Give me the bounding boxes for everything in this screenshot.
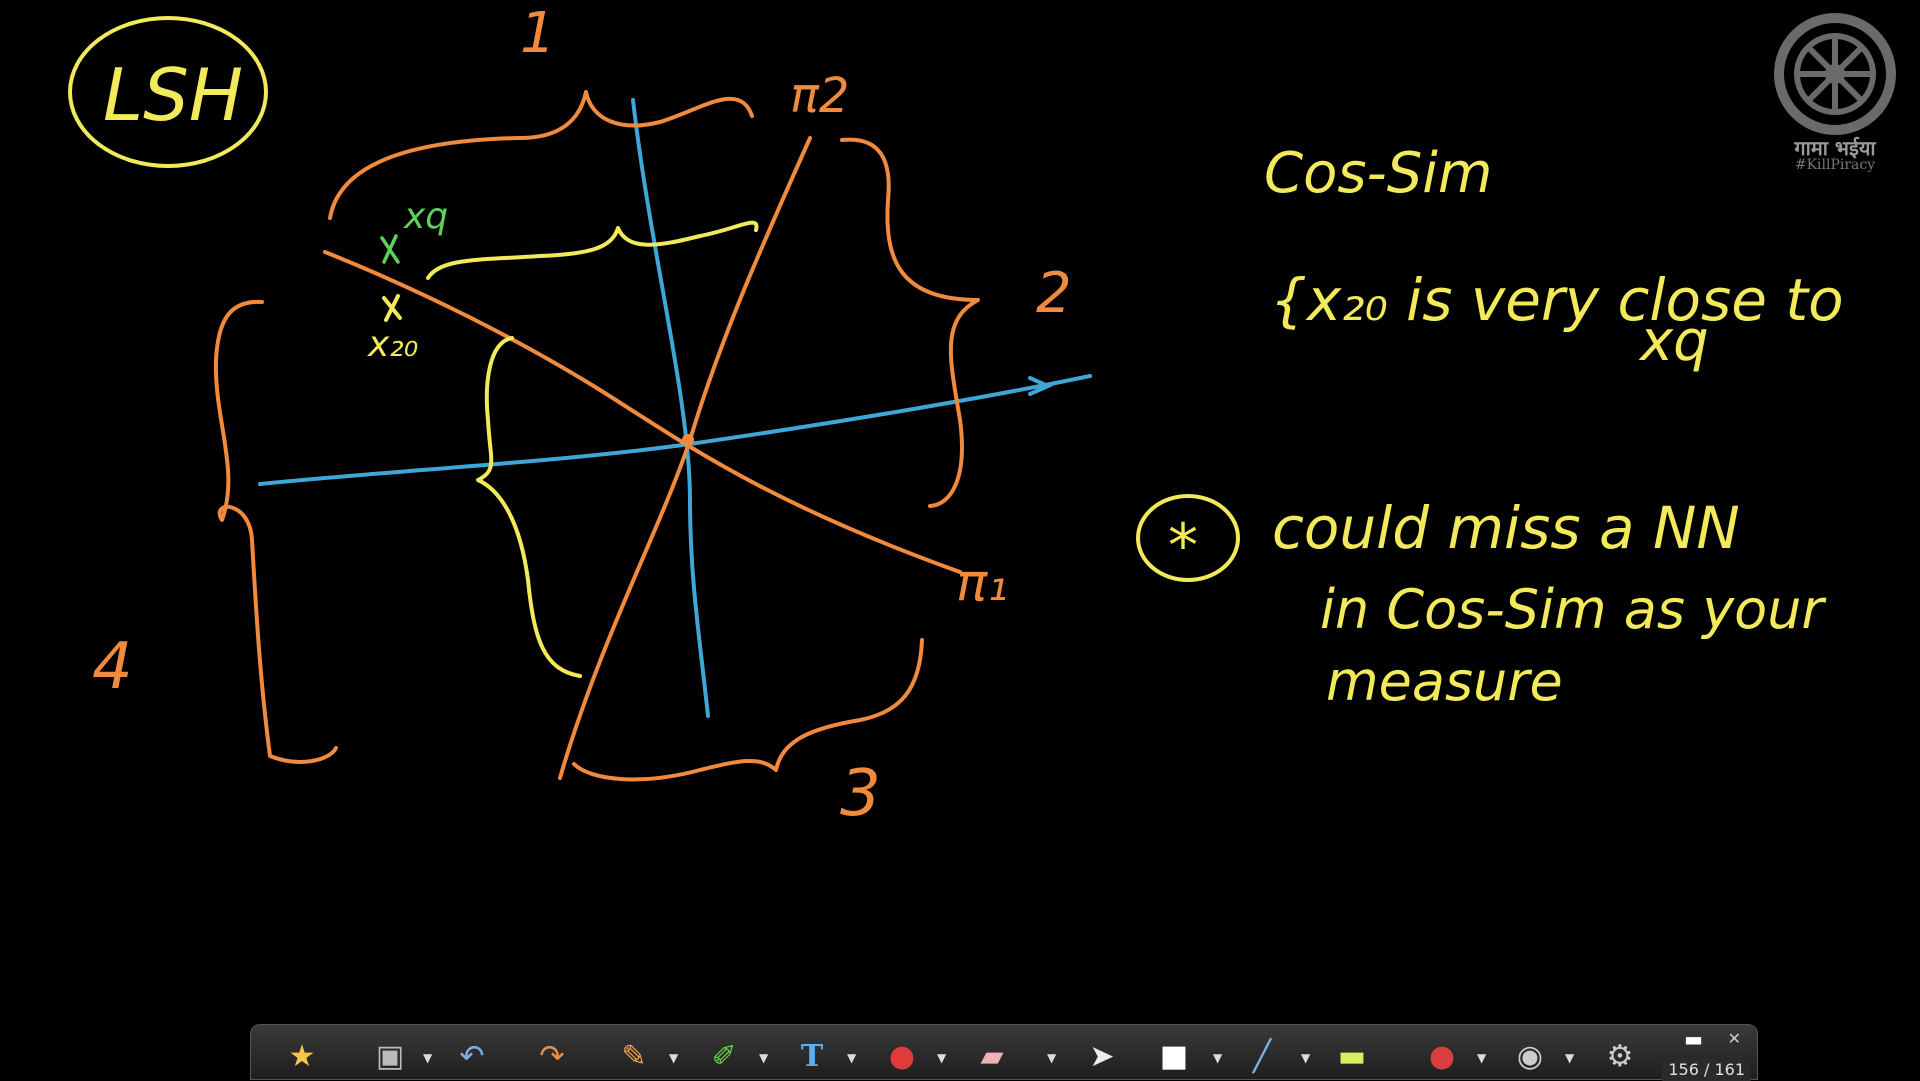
line-dropdown-icon[interactable]: ▼ xyxy=(1301,1051,1311,1065)
blue-arrow xyxy=(1028,376,1053,396)
plane-pi1-label: π₁ xyxy=(956,553,1008,613)
star-mark: * xyxy=(1168,511,1198,581)
pencil-icon[interactable]: ✎ xyxy=(621,1038,647,1074)
xq-label: xq xyxy=(403,196,448,237)
page-counter: 156 / 161 xyxy=(1662,1058,1751,1081)
bottom-toolbar: ★ ▣ ▼ ↶ ↷ ✎ ▼ ✐ ▼ T ▼ ● ▼ ▰ ▼ ➤ ■ ▼ ╱ ▼ … xyxy=(250,1024,1758,1081)
whiteboard-dropdown-icon[interactable]: ▼ xyxy=(1213,1051,1223,1065)
notes-line-3: could miss a NN xyxy=(1272,494,1740,562)
star-circle xyxy=(1136,494,1240,582)
x20-cross xyxy=(382,294,402,322)
eraser-dropdown-icon[interactable]: ▼ xyxy=(1047,1051,1057,1065)
shapes-dropdown-icon[interactable]: ▼ xyxy=(937,1051,947,1065)
plane-pi2-line xyxy=(558,136,812,780)
pointer-icon[interactable]: ➤ xyxy=(1089,1038,1115,1074)
blue-horizontal-axis xyxy=(258,374,1092,486)
region-label-2: 2 xyxy=(1036,261,1072,326)
highlighter-icon[interactable]: ✐ xyxy=(711,1038,737,1074)
minimize-button[interactable]: ▬ xyxy=(1684,1027,1703,1051)
record-dropdown-icon[interactable]: ▼ xyxy=(1477,1051,1487,1065)
plane-pi1-line xyxy=(323,250,962,574)
undo-icon[interactable]: ↶ xyxy=(459,1038,485,1074)
text-tool-icon[interactable]: T xyxy=(800,1038,824,1074)
title-label: LSH xyxy=(103,53,243,137)
origin-dot xyxy=(682,434,694,446)
blue-vertical-axis xyxy=(631,98,710,718)
eraser-icon[interactable]: ▰ xyxy=(980,1038,1004,1074)
close-button[interactable]: ✕ xyxy=(1727,1029,1741,1048)
yellow-brace-top xyxy=(426,220,759,280)
notes-line-2: xq xyxy=(1638,309,1709,374)
plane-pi2-label: π2 xyxy=(790,68,849,124)
region-label-3: 3 xyxy=(840,757,881,831)
capture-dropdown-icon[interactable]: ▼ xyxy=(423,1051,433,1065)
highlighter-dropdown-icon[interactable]: ▼ xyxy=(759,1051,769,1065)
line-tool-icon[interactable]: ╱ xyxy=(1252,1038,1272,1074)
whiteboard-icon[interactable]: ■ xyxy=(1159,1038,1189,1074)
settings-icon[interactable]: ⚙ xyxy=(1606,1038,1634,1074)
notes-heading: Cos-Sim xyxy=(1264,141,1492,206)
yellow-brace-left xyxy=(476,336,582,678)
shapes-icon[interactable]: ● xyxy=(888,1038,916,1074)
notes-line-1: {x₂₀ is very close to xyxy=(1270,266,1844,334)
region-label-4: 4 xyxy=(92,630,133,704)
new-slide-icon[interactable]: ★ xyxy=(288,1038,316,1074)
region-label-1: 1 xyxy=(520,1,556,66)
pencil-dropdown-icon[interactable]: ▼ xyxy=(669,1051,679,1065)
brace-region-2 xyxy=(840,137,980,508)
notes-line-5: measure xyxy=(1326,650,1563,713)
color-fill-icon[interactable]: ▬ xyxy=(1337,1038,1367,1074)
brace-region-3 xyxy=(572,638,924,782)
webcam-icon[interactable]: ◉ xyxy=(1516,1038,1544,1074)
watermark-hindi: गामा भईया xyxy=(1794,136,1876,160)
notes-line-4: in Cos-Sim as your xyxy=(1320,578,1826,641)
wheel-logo-icon xyxy=(1774,13,1896,135)
record-icon[interactable]: ● xyxy=(1428,1038,1456,1074)
x20-label: x₂₀ xyxy=(367,324,418,365)
text-dropdown-icon[interactable]: ▼ xyxy=(847,1051,857,1065)
title-circle xyxy=(68,16,268,168)
redo-icon[interactable]: ↷ xyxy=(539,1038,565,1074)
webcam-dropdown-icon[interactable]: ▼ xyxy=(1565,1051,1575,1065)
watermark-tag: #KillPiracy xyxy=(1794,157,1876,173)
brace-region-1 xyxy=(328,90,754,220)
brace-region-4 xyxy=(213,299,338,764)
xq-cross xyxy=(380,234,400,264)
screen-capture-icon[interactable]: ▣ xyxy=(375,1038,405,1074)
watermark: गामा भईया #KillPiracy xyxy=(1760,12,1910,173)
